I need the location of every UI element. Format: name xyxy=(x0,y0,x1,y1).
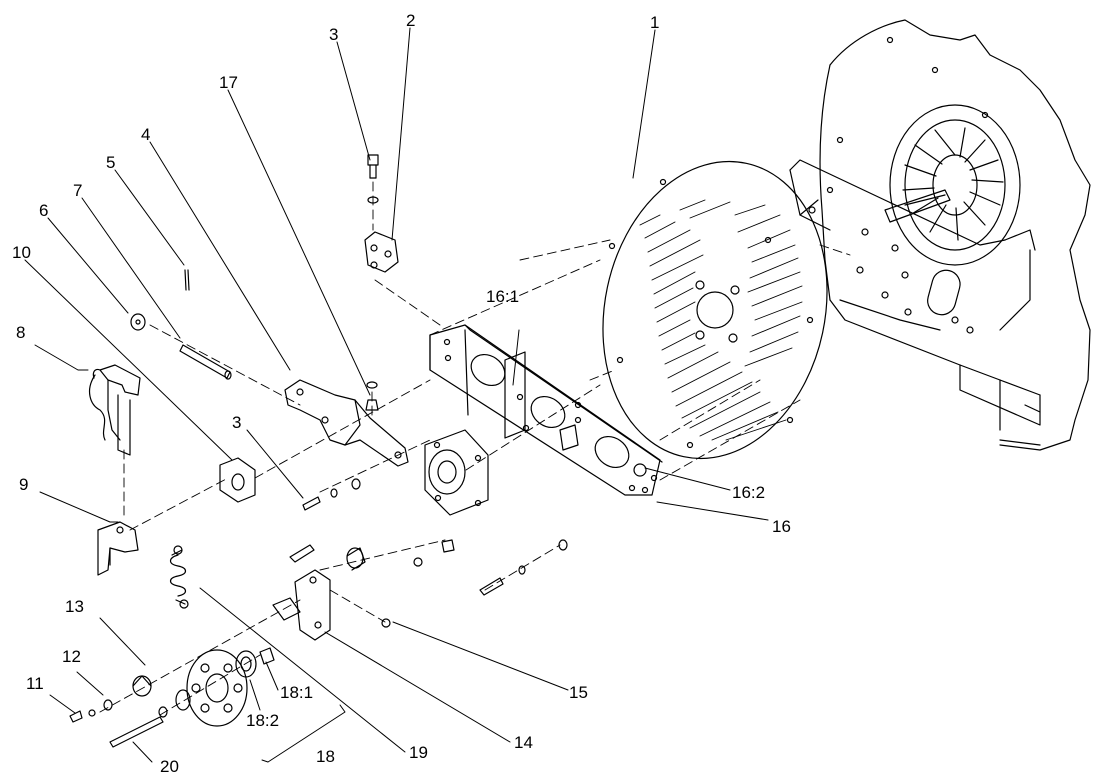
block-10 xyxy=(220,458,255,502)
callout-12: 12 xyxy=(62,647,81,666)
bolt-3-mid xyxy=(303,479,360,510)
callout-8: 8 xyxy=(16,323,25,342)
bolt-11 xyxy=(70,710,95,722)
pulley-18 xyxy=(187,650,247,726)
callout-18: 18 xyxy=(316,747,335,766)
callout-3-top: 3 xyxy=(329,25,338,44)
nut-17 xyxy=(366,382,378,410)
callout-16: 16 xyxy=(772,517,791,536)
callout-9: 9 xyxy=(19,475,28,494)
leader-lines xyxy=(24,27,769,763)
callout-16-1: 16:1 xyxy=(486,287,519,306)
mounting-plate xyxy=(430,325,662,495)
angle-bracket-2 xyxy=(365,232,398,272)
engine-housing xyxy=(790,20,1090,450)
bearing-left xyxy=(176,690,190,710)
washer-6 xyxy=(131,314,145,330)
pin-7 xyxy=(180,345,231,379)
callout-13: 13 xyxy=(65,597,84,616)
bearing-18-2 xyxy=(236,651,256,677)
pivot-arm-4 xyxy=(285,380,408,466)
callout-19: 19 xyxy=(409,743,428,762)
bearing-flange xyxy=(425,430,488,515)
lever-arm-14 xyxy=(273,570,330,640)
assembly-centerlines xyxy=(99,181,851,716)
callout-labels: 1 2 3 17 4 5 7 6 10 16:1 8 3 9 16:2 16 1… xyxy=(12,11,791,776)
cotter-pin-5 xyxy=(185,270,189,290)
washer-12 xyxy=(104,700,112,710)
callout-3-mid: 3 xyxy=(232,413,241,432)
u-bracket-9 xyxy=(98,522,138,575)
bolt-right xyxy=(480,540,567,595)
screen-disc xyxy=(576,140,854,479)
callout-5: 5 xyxy=(106,153,115,172)
callout-20: 20 xyxy=(160,757,179,776)
callout-18-2: 18:2 xyxy=(246,711,279,730)
callout-10: 10 xyxy=(12,243,31,262)
housing-bolt-holes xyxy=(809,38,988,334)
nut-washers-lever xyxy=(382,540,454,627)
latch-8 xyxy=(90,365,140,455)
spacer-18-1 xyxy=(260,648,274,664)
bolt-20 xyxy=(110,707,167,747)
bushing-13 xyxy=(133,676,151,696)
callout-17: 17 xyxy=(219,73,238,92)
bracket-16-1 xyxy=(505,352,525,438)
bolt-lever xyxy=(290,545,314,562)
spring-19 xyxy=(171,546,189,608)
callout-14: 14 xyxy=(514,733,533,752)
fan-wheel xyxy=(885,105,1020,265)
callout-2: 2 xyxy=(406,11,415,30)
callout-16-2: 16:2 xyxy=(732,483,765,502)
callout-1: 1 xyxy=(650,13,659,32)
callout-6: 6 xyxy=(39,201,48,220)
spacer-lever xyxy=(347,548,365,570)
callout-18-1: 18:1 xyxy=(280,683,313,702)
callout-11: 11 xyxy=(26,674,44,693)
callout-15: 15 xyxy=(569,683,588,702)
callout-7: 7 xyxy=(73,181,82,200)
callout-4: 4 xyxy=(141,125,150,144)
